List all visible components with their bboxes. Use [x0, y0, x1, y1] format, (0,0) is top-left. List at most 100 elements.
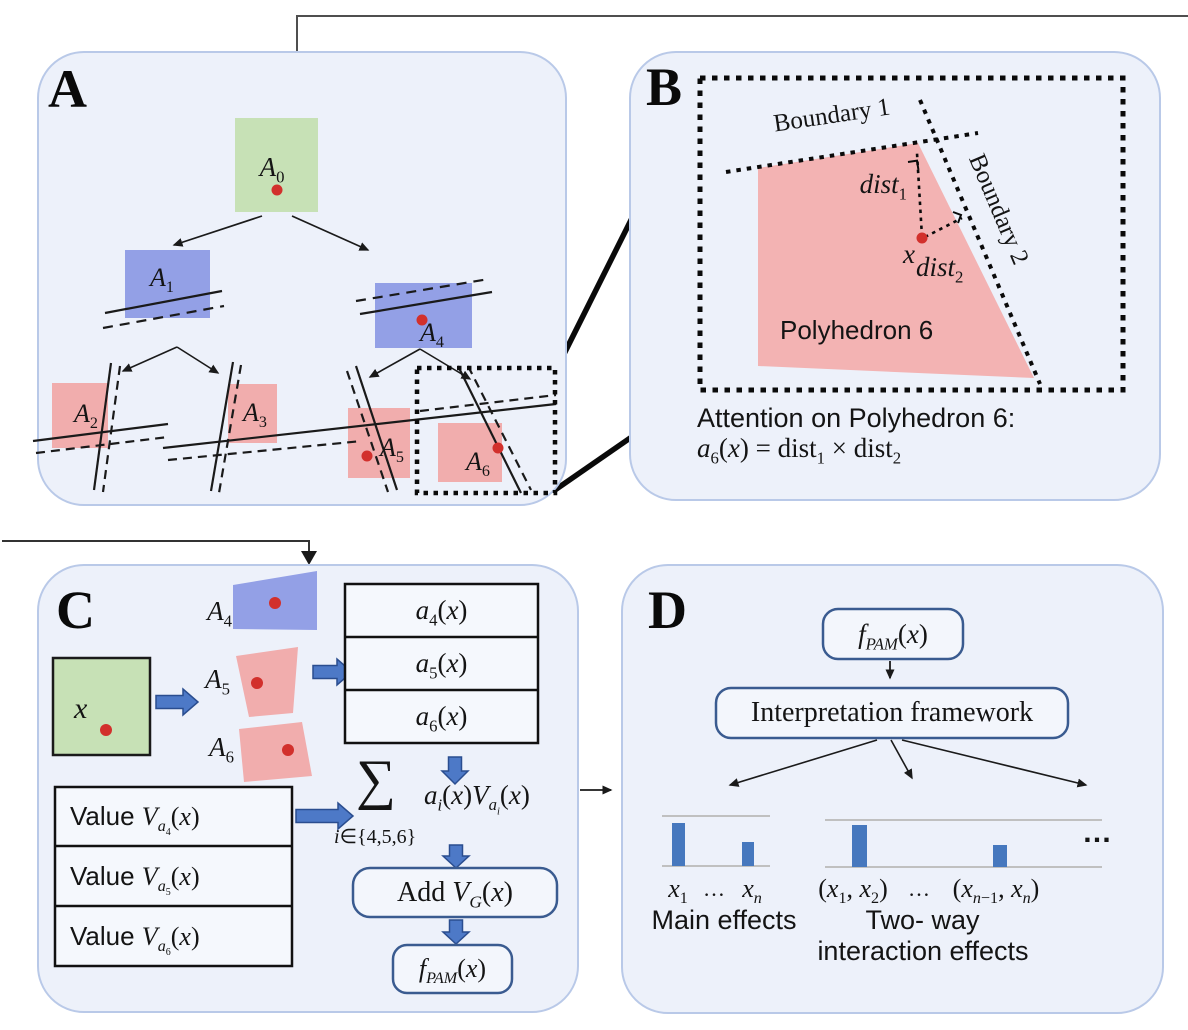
c-input-label: x: [74, 692, 88, 725]
d-framework-label: Interpretation framework: [750, 697, 1034, 728]
a2-vcut-dashed: [101, 365, 122, 493]
a5-steep-dashed: [345, 370, 390, 493]
a2-vcut-solid: [92, 362, 113, 491]
c-a4-label: A4: [207, 596, 232, 631]
c-a5-dot: [251, 677, 263, 689]
d-main-effects-label: Main effects: [651, 905, 797, 935]
d-arrow-higher-order: [901, 739, 1088, 788]
a4-to-a5-arrow: [368, 348, 421, 378]
a6-zoom-dotted-box: [414, 365, 558, 496]
hcut-left-solid: [32, 422, 169, 443]
dist2-line: [924, 216, 963, 239]
c-sum-expression: ai(x)Vai(x): [424, 780, 530, 818]
a1-cut-solid: [104, 289, 223, 315]
c-add-vg-box: [351, 866, 559, 919]
c-input-region: [51, 656, 152, 757]
b-caption-line1: Attention on Polyhedron 6:: [697, 403, 1016, 433]
c-a6-polygon: [239, 722, 312, 782]
a3-region: [228, 384, 277, 443]
c-a5-polygon: [236, 647, 298, 717]
c-attention-stack: [343, 582, 540, 745]
c-add-vg-label: Add VG(x): [397, 877, 513, 912]
dist1-label: dist1: [859, 169, 907, 204]
a3-label: A3: [243, 398, 267, 432]
c-arrow-values-to-sum: [295, 801, 355, 831]
hcut-right-dashed-lower: [167, 439, 363, 462]
dist1-line: [915, 152, 924, 238]
panel-d-letter: D: [648, 580, 687, 640]
a4-cut-solid: [359, 290, 493, 316]
a5-steep-solid: [354, 365, 399, 491]
a4-point-dot: [416, 314, 428, 326]
polyhedron6-region: [758, 143, 1034, 378]
left-connector-arrowhead: [301, 551, 317, 565]
c-value-row-a4: Value Va4(x): [70, 801, 200, 839]
c-input-dot: [100, 724, 112, 736]
c-arrow-stack-to-sum: [440, 756, 470, 786]
c-a4-dot: [269, 597, 281, 609]
d-arrow-main-effects: [728, 739, 878, 787]
panel-a-letter: A: [48, 59, 87, 119]
panel-d-box: [621, 564, 1164, 1014]
a6-steep-solid: [457, 365, 522, 494]
a5-region: [348, 408, 410, 478]
c-attention-a4: a4(x): [415, 595, 468, 630]
right-angle-marker-1: [907, 159, 920, 170]
top-connector-line: [296, 15, 1188, 52]
a6-point-dot: [492, 442, 504, 454]
a1-cut-dashed: [102, 304, 225, 330]
d-pair1-label: (x1, x2): [818, 874, 888, 908]
a3-vcut-dashed: [217, 364, 243, 494]
d-dots-mid: …: [908, 876, 930, 901]
a1-label: A1: [150, 263, 174, 297]
a3-vcut-solid: [209, 361, 235, 492]
b-point-dot: [916, 232, 928, 244]
c-value-table: [53, 785, 294, 968]
panel-a-box: [37, 51, 567, 506]
b-point-label: x: [903, 239, 915, 269]
c-a6-label: A6: [209, 732, 234, 767]
c-attention-a5: a5(x): [415, 648, 468, 683]
dist2-label: dist2: [916, 252, 964, 287]
a0-to-a1-arrow: [172, 215, 263, 247]
d-x1-label: x1: [668, 874, 688, 908]
c-sum-symbol: ∑: [356, 749, 396, 811]
c-value-row-a6: Value Va6(x): [70, 921, 200, 959]
d-arrow-two-way: [890, 739, 913, 780]
a0-label: A0: [259, 152, 285, 187]
a1-to-a3-arrow: [176, 346, 220, 374]
a1-to-a2-arrow: [121, 346, 178, 372]
a6-steep-dashed: [467, 365, 532, 491]
right-angle-marker-2: [952, 211, 963, 224]
a0-to-a4-arrow: [291, 215, 370, 251]
polyhedron6-label: Polyhedron 6: [780, 315, 934, 345]
d-xn-label: xn: [742, 874, 762, 908]
left-connector-line: [2, 540, 310, 552]
a5-point-dot: [361, 450, 373, 462]
c-arrow-add-to-fpam: [441, 919, 471, 946]
d-pair2-label: (xn−1, xn): [952, 874, 1040, 908]
hcut-left-dashed: [35, 435, 169, 455]
c-a5-label: A5: [205, 664, 230, 699]
panel-b-letter: B: [646, 57, 683, 117]
c-fpam-label: fPAM(x): [418, 954, 487, 988]
a2-label: A2: [74, 399, 98, 433]
chart1-bar-x1: [672, 823, 685, 866]
d-fpam-label: fPAM(x): [858, 619, 928, 654]
d-two-way-label-line1: Two- way: [865, 905, 980, 935]
a0-point-dot: [271, 184, 283, 196]
d-framework-box: [714, 686, 1070, 740]
d-dots-small: …: [703, 876, 725, 901]
a4-label: A4: [420, 318, 444, 352]
c-attention-a6: a6(x): [415, 701, 468, 736]
chart2-bar-pair1: [852, 825, 867, 867]
b-caption-line2: a6(x) = dist1 × dist2: [697, 433, 902, 468]
d-two-way-label-line2: interaction effects: [817, 936, 1029, 966]
a6-label: A6: [466, 447, 490, 481]
b-dotted-box: [697, 75, 1126, 393]
c-a6-dot: [282, 744, 294, 756]
c-arrow-sum-to-add: [441, 844, 471, 870]
panel-c-letter: C: [56, 580, 95, 640]
